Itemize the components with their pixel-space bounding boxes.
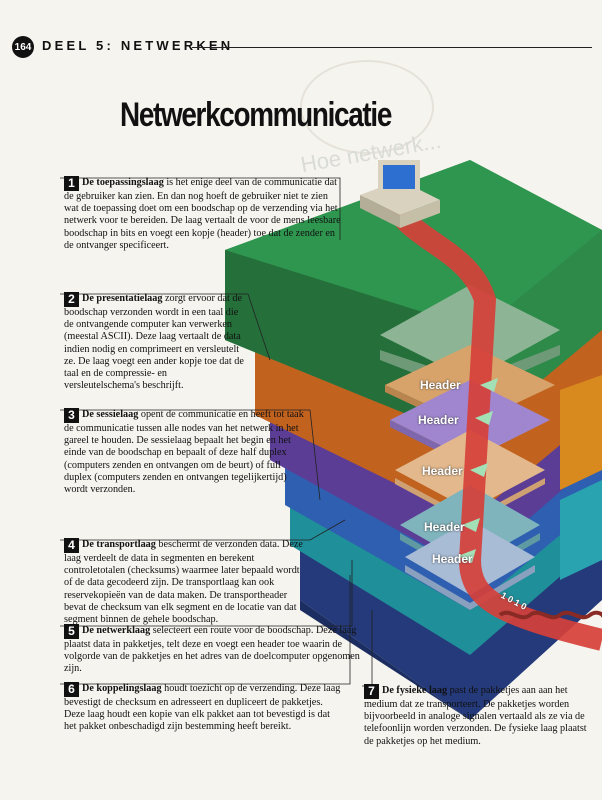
step-text: zorgt ervoor dat de boodschap verzonden … (64, 293, 244, 392)
header-label: Header (422, 464, 463, 478)
coiled-cable (498, 610, 602, 620)
step-text: selecteert een route voor de boodschap. … (64, 625, 360, 675)
header-label: Header (418, 413, 459, 427)
header-label: Header (420, 378, 461, 392)
step-text: opent de communicatie en heeft tot taak … (64, 409, 304, 496)
step-text: beschermt de verzonden data. Deze laag v… (64, 539, 303, 626)
step-number: 4 (64, 538, 79, 553)
page-title: Netwerkcommunicatie (120, 96, 392, 134)
leader-lines (60, 177, 373, 687)
step-number: 7 (364, 684, 379, 699)
step-text: is het enige deel van de communicatie da… (64, 177, 341, 251)
step-number: 1 (64, 176, 79, 191)
step-term: De koppelingslaag (82, 683, 162, 694)
step-term: De fysieke laag (382, 685, 448, 696)
step-term: De sessielaag (82, 409, 139, 420)
step-number: 3 (64, 408, 79, 423)
step-number: 2 (64, 292, 79, 307)
running-header: 164 DEEL 5: NETWERKEN (12, 36, 592, 58)
page-number: 164 (12, 36, 34, 58)
step-text: houdt toezicht op de verzending. Deze la… (64, 683, 341, 733)
header-label: Header (432, 552, 473, 566)
watermark-stamp (300, 60, 434, 154)
slab-1-top (225, 160, 602, 330)
step-term: De toepassingslaag (82, 177, 164, 188)
header-rule (192, 47, 592, 48)
header-label: Header (424, 520, 465, 534)
step-number: 6 (64, 682, 79, 697)
part-title: DEEL 5: NETWERKEN (42, 38, 234, 53)
step-term: De presentatielaag (82, 293, 163, 304)
step-term: De transportlaag (82, 539, 156, 550)
step-text: past de pakketjes aan aan het medium dat… (364, 685, 587, 747)
step-number: 5 (64, 624, 79, 639)
step-term: De netwerklaag (82, 625, 151, 636)
header-arrows (458, 378, 498, 563)
computer-icon (360, 160, 440, 228)
